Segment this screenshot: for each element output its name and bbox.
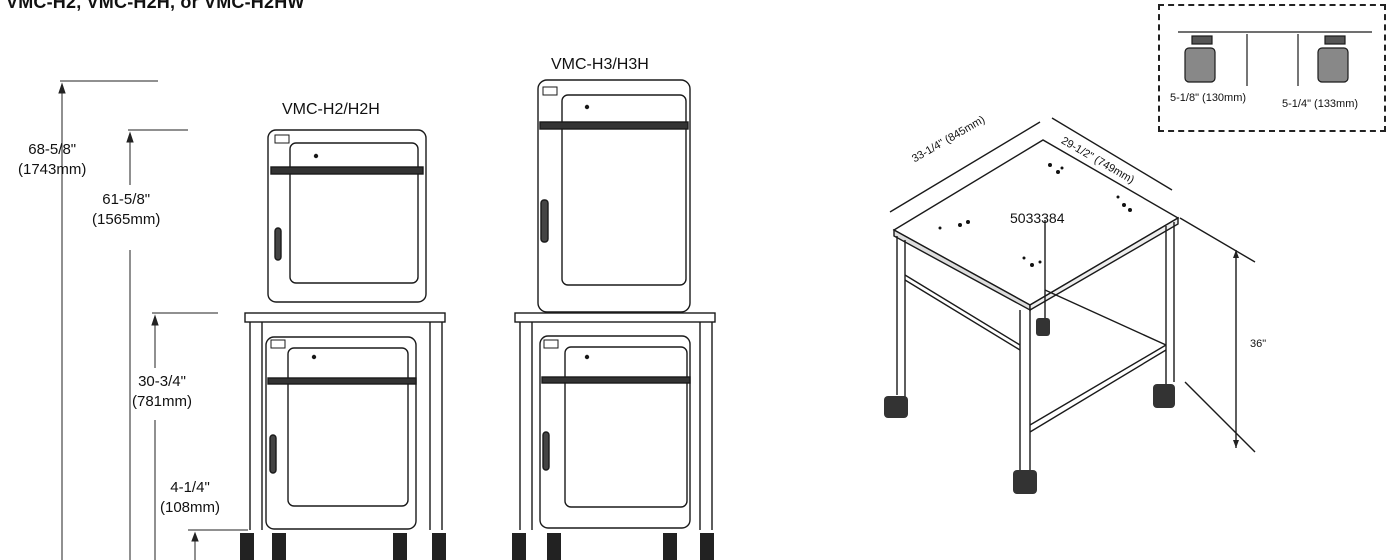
dimension-clearance: 4-1/4" (108mm) — [160, 478, 220, 518]
stand-isometric — [884, 117, 1256, 494]
caster-inset — [1178, 31, 1372, 86]
vmc-h3-stack — [512, 79, 716, 560]
dimension-stand-height: 30-3/4" (781mm) — [132, 372, 192, 412]
model-label-h3: VMC-H3/H3H — [551, 56, 649, 73]
caster-left-label: 5-1/8" (130mm) — [1170, 92, 1247, 104]
dimension-imperial: 30-3/4" — [138, 373, 186, 390]
dimension-metric: (108mm) — [160, 499, 221, 516]
stand-part-number: 5033384 — [1010, 210, 1065, 226]
page-title: VMC-H2, VMC-H2H, or VMC-H2HW — [6, 0, 305, 12]
dimension-imperial: 4-1/4" — [170, 479, 210, 496]
dimension-total-h3: 68-5/8" (1743mm) — [18, 140, 86, 180]
vmc-h2-stack — [240, 129, 446, 560]
caster-inset-frame — [1158, 4, 1386, 132]
model-label-h2: VMC-H2/H2H — [282, 101, 380, 118]
dimension-imperial: 61-5/8" — [102, 191, 151, 208]
caster-right-label: 5-1/4" (133mm) — [1282, 98, 1359, 110]
dimension-total-h2: 61-5/8" (1565mm) — [92, 190, 160, 230]
stand-height-label: 36" — [1250, 338, 1267, 350]
dimension-imperial: 68-5/8" — [28, 141, 77, 158]
dimension-metric: (1565mm) — [92, 211, 161, 228]
dimension-metric: (781mm) — [132, 393, 193, 410]
dimension-metric: (1743mm) — [18, 161, 87, 178]
